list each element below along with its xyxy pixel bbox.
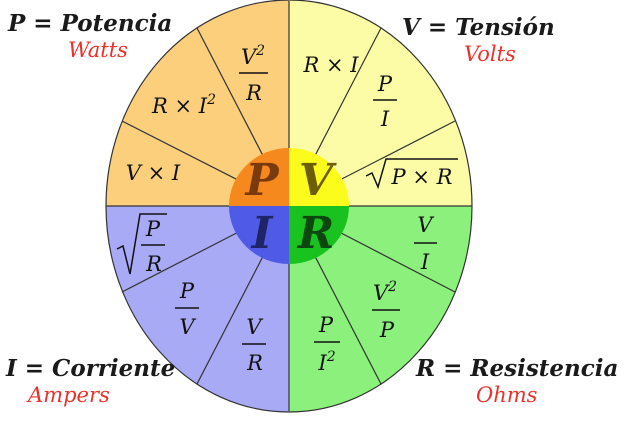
resistance-core	[289, 206, 349, 264]
svg-text:V: V	[246, 315, 263, 339]
svg-text:R: R	[246, 351, 263, 375]
power-definition: P = Potencia	[8, 10, 173, 37]
formula-v-over-r: V R	[242, 315, 266, 375]
svg-text:P: P	[318, 313, 334, 337]
svg-text:P: P	[145, 217, 161, 241]
svg-text:P: P	[179, 279, 195, 303]
resistance-definition: R = Resistencia	[416, 355, 619, 382]
formula-v-times-i: V × I	[126, 161, 181, 185]
current-legend: I = Corriente Ampers	[6, 357, 175, 406]
formula-v-squared-over-r: V2 R	[239, 43, 268, 105]
voltage-definition: V = Tensión	[402, 14, 555, 41]
core-letter-r: R	[296, 208, 335, 259]
svg-text:V: V	[417, 213, 434, 237]
voltage-quadrant	[289, 0, 472, 206]
power-quadrant	[106, 0, 289, 206]
formula-p-over-i: P I	[373, 72, 397, 131]
svg-text:P: P	[377, 72, 393, 96]
svg-text:V: V	[179, 315, 196, 339]
core-letter-v: V	[299, 155, 337, 206]
svg-text:R: R	[245, 81, 262, 105]
formula-sqrt-p-times-r: P × R	[365, 158, 458, 190]
power-unit: Watts	[68, 38, 128, 62]
current-core	[229, 206, 289, 264]
power-core	[229, 148, 289, 206]
current-quadrant	[106, 206, 289, 412]
svg-text:P: P	[379, 318, 395, 342]
voltage-core	[289, 148, 349, 206]
resistance-legend: R = Resistencia Ohms	[416, 357, 618, 406]
core-letter-p: P	[243, 155, 280, 206]
core-letter-i: I	[250, 208, 274, 259]
current-definition: I = Corriente	[6, 355, 176, 382]
svg-text:R: R	[145, 252, 162, 276]
svg-text:I: I	[420, 250, 430, 274]
resistance-quadrant	[289, 206, 472, 412]
voltage-unit: Volts	[464, 42, 516, 66]
svg-text:I: I	[380, 107, 390, 131]
current-unit: Ampers	[28, 383, 110, 407]
power-legend: P = Potencia Watts	[8, 12, 172, 61]
formula-v-over-i: V I	[414, 213, 437, 274]
resistance-unit: Ohms	[476, 383, 538, 407]
formula-r-times-i-squared: R × I2	[151, 92, 216, 118]
svg-text:P × R: P × R	[391, 165, 453, 189]
formula-sqrt-p-over-r: P R	[116, 213, 167, 276]
voltage-legend: V = Tensión Volts	[402, 16, 555, 65]
formula-r-times-i: R × I	[302, 53, 359, 77]
formula-p-over-v: P V	[175, 279, 199, 339]
